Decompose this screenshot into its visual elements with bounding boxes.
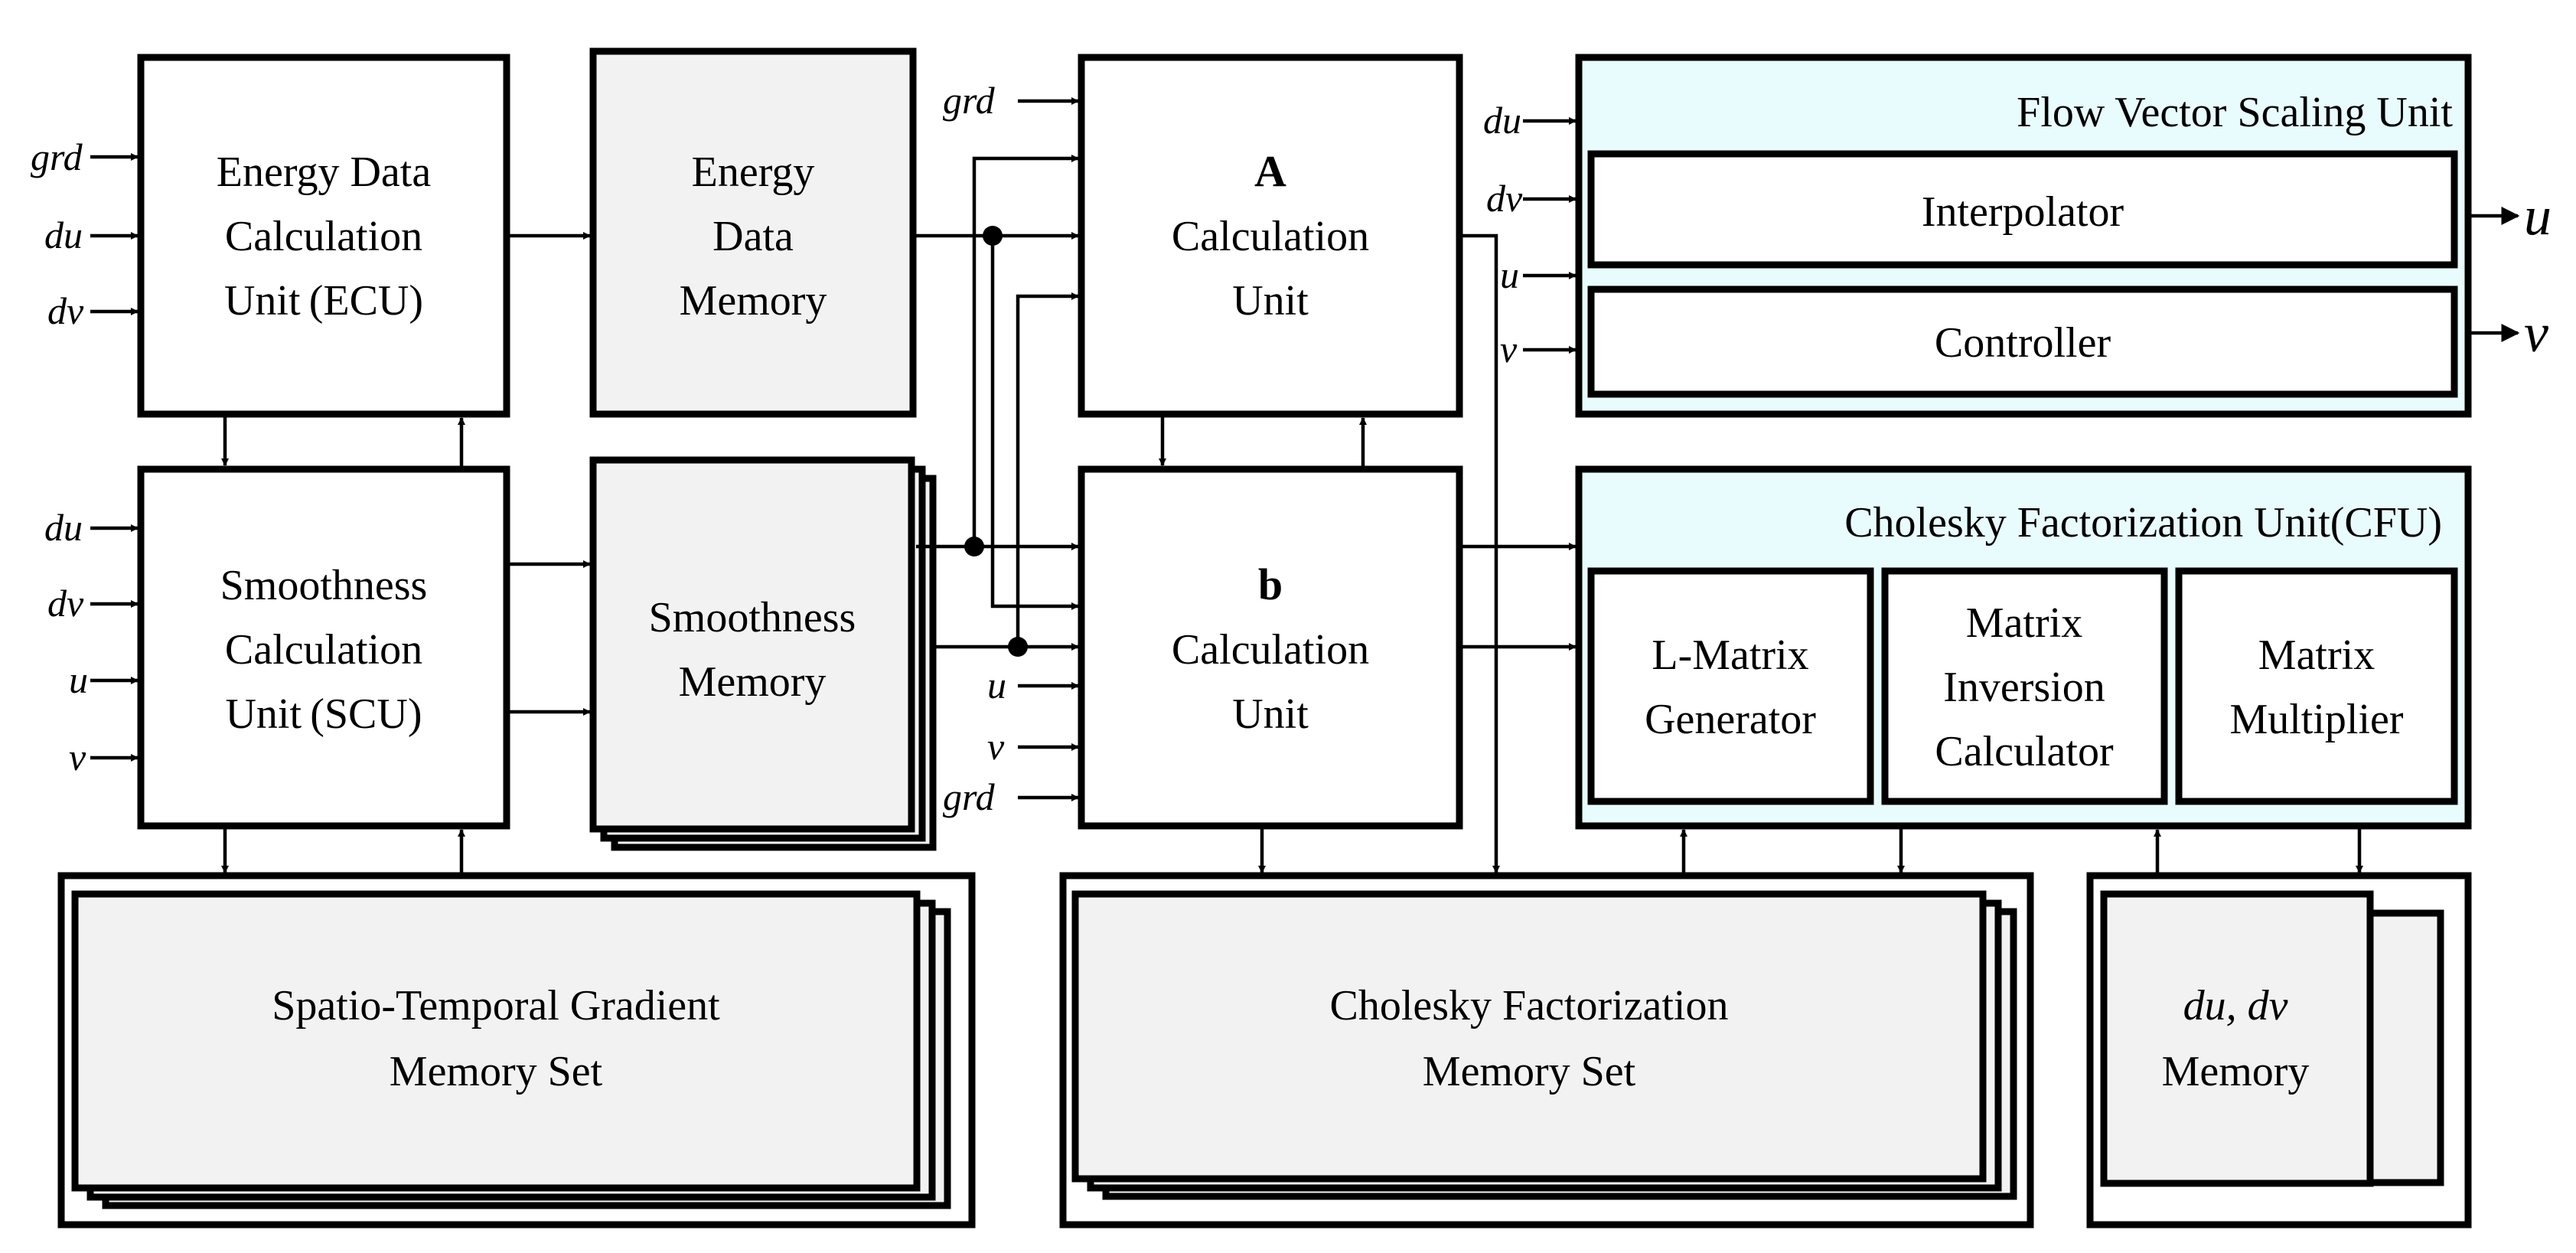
du-dv-memory: du, dv Memory [2086,872,2472,1229]
cf-memory-label-1: Cholesky Factorization [1329,982,1728,1029]
signal-labels: grd du dv du dv u v grd u v grd du dv u … [31,79,2552,818]
junction-dot-3 [1008,637,1028,657]
flow-vector-scaling-unit: Flow Vector Scaling Unit Interpolator Co… [1575,54,2472,418]
energy-data-memory-block: Energy Data Memory [589,47,917,418]
energy-memory-label-1: Energy [692,148,815,196]
scu-dv-label: dv [47,582,84,625]
fvsu-du-label: du [1483,99,1521,142]
inversion-label-3: Calculator [1935,728,2114,775]
b-unit-label-1: b [1258,560,1283,609]
a-unit-to-cf-memory-wire [1462,233,1500,873]
smoothness-memory-label-2: Memory [679,658,827,706]
b-unit-u-label: u [987,664,1006,706]
multiplier-label-1: Matrix [2258,631,2375,679]
scu-label-1: Smoothness [220,562,428,609]
a-unit-label-1: A [1254,146,1286,196]
spatio-temporal-gradient-memory-set: Spatio-Temporal Gradient Memory Set [57,872,976,1229]
ecu-label-1: Energy Data [217,148,432,196]
b-unit-v-label: v [987,725,1005,768]
fvsu-title: Flow Vector Scaling Unit [2017,89,2453,136]
interpolator-block [1587,150,2458,269]
fvsu-dv-label: dv [1486,177,1523,220]
scu-du-label: du [44,506,83,549]
output-v-label: v [2524,302,2548,364]
interpolator-label: Interpolator [1922,188,2124,236]
junction-dot-1 [983,226,1003,246]
l-matrix-label-1: L-Matrix [1652,631,1808,679]
a-calculation-unit-block: A Calculation Unit [1078,54,1463,418]
controller-block [1587,286,2458,398]
ecu-label-2: Calculation [225,213,422,260]
connections [90,97,2520,873]
scu-u-label: u [69,658,88,701]
a-unit-label-2: Calculation [1172,213,1369,260]
ecu-dv-label: dv [47,289,84,332]
output-u-label: u [2524,185,2552,246]
smoothness-to-a-unit-wire [972,155,1079,547]
smoothness-memory-label-1: Smoothness [649,594,856,641]
duv-memory-label-1: du, dv [2183,982,2288,1029]
stg-memory-label-2: Memory Set [390,1048,603,1095]
multiplier-label-2: Multiplier [2229,696,2403,743]
a-unit-grd-label: grd [943,79,996,122]
cfu-title: Cholesky Factorization Unit(CFU) [1844,499,2442,547]
duv-memory-label-2: Memory [2162,1048,2310,1095]
b-unit-grd-label: grd [943,775,996,818]
scu-label-3: Unit (SCU) [225,690,422,738]
cholesky-factorization-memory-set: Cholesky Factorization Memory Set [1059,872,2034,1229]
inversion-label-1: Matrix [1966,599,2082,647]
b-calculation-unit-block: b Calculation Unit [1078,465,1463,830]
energy-memory-label-2: Data [712,213,794,260]
scu-block: Smoothness Calculation Unit (SCU) [137,465,510,830]
l-matrix-generator-block [1587,567,1874,805]
scu-label-2: Calculation [225,626,422,674]
a-unit-label-3: Unit [1232,277,1309,325]
ecu-grd-label: grd [31,135,83,178]
l-matrix-label-2: Generator [1645,696,1816,743]
inversion-label-2: Inversion [1943,664,2105,711]
smoothness2-to-a-unit-wire [1016,292,1079,647]
cf-memory-label-2: Memory Set [1423,1048,1636,1095]
ecu-label-3: Unit (ECU) [224,277,423,325]
cholesky-factorization-unit: Cholesky Factorization Unit(CFU) L-Matri… [1575,465,2472,830]
fvsu-v-label: v [1500,328,1518,370]
ecu-du-label: du [44,214,83,256]
matrix-inversion-calculator-block [1881,567,2168,805]
controller-label: Controller [1935,319,2111,367]
scu-v-label: v [69,736,86,778]
b-unit-label-2: Calculation [1172,626,1369,674]
b-unit-label-3: Unit [1232,690,1309,738]
energy-memory-label-3: Memory [680,277,827,325]
fvsu-u-label: u [1500,253,1519,296]
junction-dot-2 [964,537,984,556]
smoothness-memory-block: Smoothness Memory [589,456,937,851]
ecu-block: Energy Data Calculation Unit (ECU) [137,54,510,418]
matrix-multiplier-block [2175,567,2458,805]
stg-memory-label-1: Spatio-Temporal Gradient [272,982,720,1029]
energy-memory-to-b-unit-wire [990,236,1079,610]
